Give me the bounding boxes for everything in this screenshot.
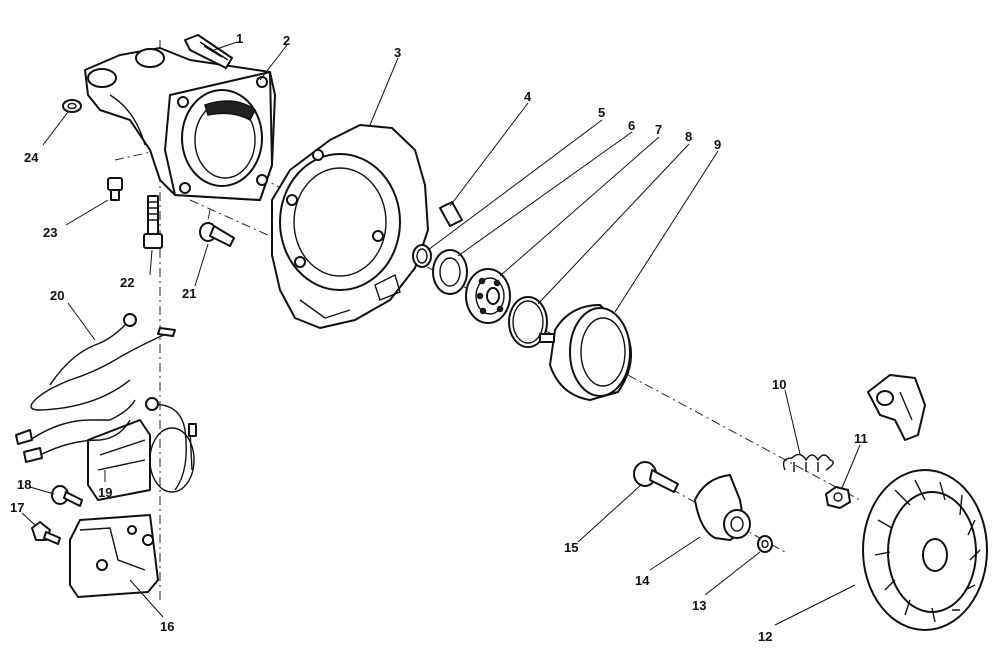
- part-1-bolt: [184, 34, 233, 69]
- part-20-wire-harness: [15, 313, 176, 463]
- part-21-bolt: [199, 222, 235, 247]
- callout-labels: 1 2 3 4 5 6 7 8 9 10 11 12 13 14 15 16 1…: [10, 31, 868, 644]
- clutch-shoe: [867, 374, 926, 441]
- part-13-washer: [757, 535, 773, 553]
- part-17-screw: [31, 521, 61, 545]
- callout-3: 3: [394, 45, 401, 60]
- part-7-bearing: [465, 268, 511, 324]
- callout-22: 22: [120, 275, 134, 290]
- callout-19: 19: [98, 485, 112, 500]
- leader-lines: [21, 41, 861, 626]
- callout-14: 14: [635, 573, 650, 588]
- part-15-bolt: [633, 461, 679, 493]
- part-6-washer: [432, 249, 468, 295]
- part-18-screw: [51, 485, 83, 507]
- callout-8: 8: [685, 129, 692, 144]
- part-22-long-bolt: [143, 195, 163, 249]
- callout-15: 15: [564, 540, 578, 555]
- callout-10: 10: [772, 377, 786, 392]
- callout-20: 20: [50, 288, 64, 303]
- callout-11: 11: [854, 431, 868, 446]
- callout-4: 4: [524, 89, 532, 104]
- part-12-flywheel: [862, 469, 988, 631]
- part-4-pin: [439, 201, 463, 227]
- callout-17: 17: [10, 500, 24, 515]
- part-5-snap-ring: [412, 244, 432, 268]
- part-24-washer: [62, 99, 82, 113]
- callout-18: 18: [17, 477, 31, 492]
- callout-24: 24: [24, 150, 39, 165]
- callout-7: 7: [655, 122, 662, 137]
- callout-1: 1: [236, 31, 243, 46]
- part-14-clutch-shoe: [694, 474, 751, 541]
- part-16-mounting-plate: [69, 514, 159, 598]
- callout-21: 21: [182, 286, 196, 301]
- callout-13: 13: [692, 598, 706, 613]
- part-10-spring: [782, 453, 834, 472]
- part-3-clutch-housing: [271, 124, 429, 329]
- callout-12: 12: [758, 629, 772, 644]
- part-2-gear-housing: [84, 47, 276, 201]
- callout-9: 9: [714, 137, 721, 152]
- part-9-clutch-drum: [539, 304, 633, 401]
- part-8-snap-ring: [508, 296, 548, 348]
- callout-23: 23: [43, 225, 57, 240]
- part-23-screw: [107, 177, 123, 201]
- callout-6: 6: [628, 118, 635, 133]
- callout-16: 16: [160, 619, 174, 634]
- callout-5: 5: [598, 105, 605, 120]
- callout-2: 2: [283, 33, 290, 48]
- part-11-nut: [825, 486, 851, 509]
